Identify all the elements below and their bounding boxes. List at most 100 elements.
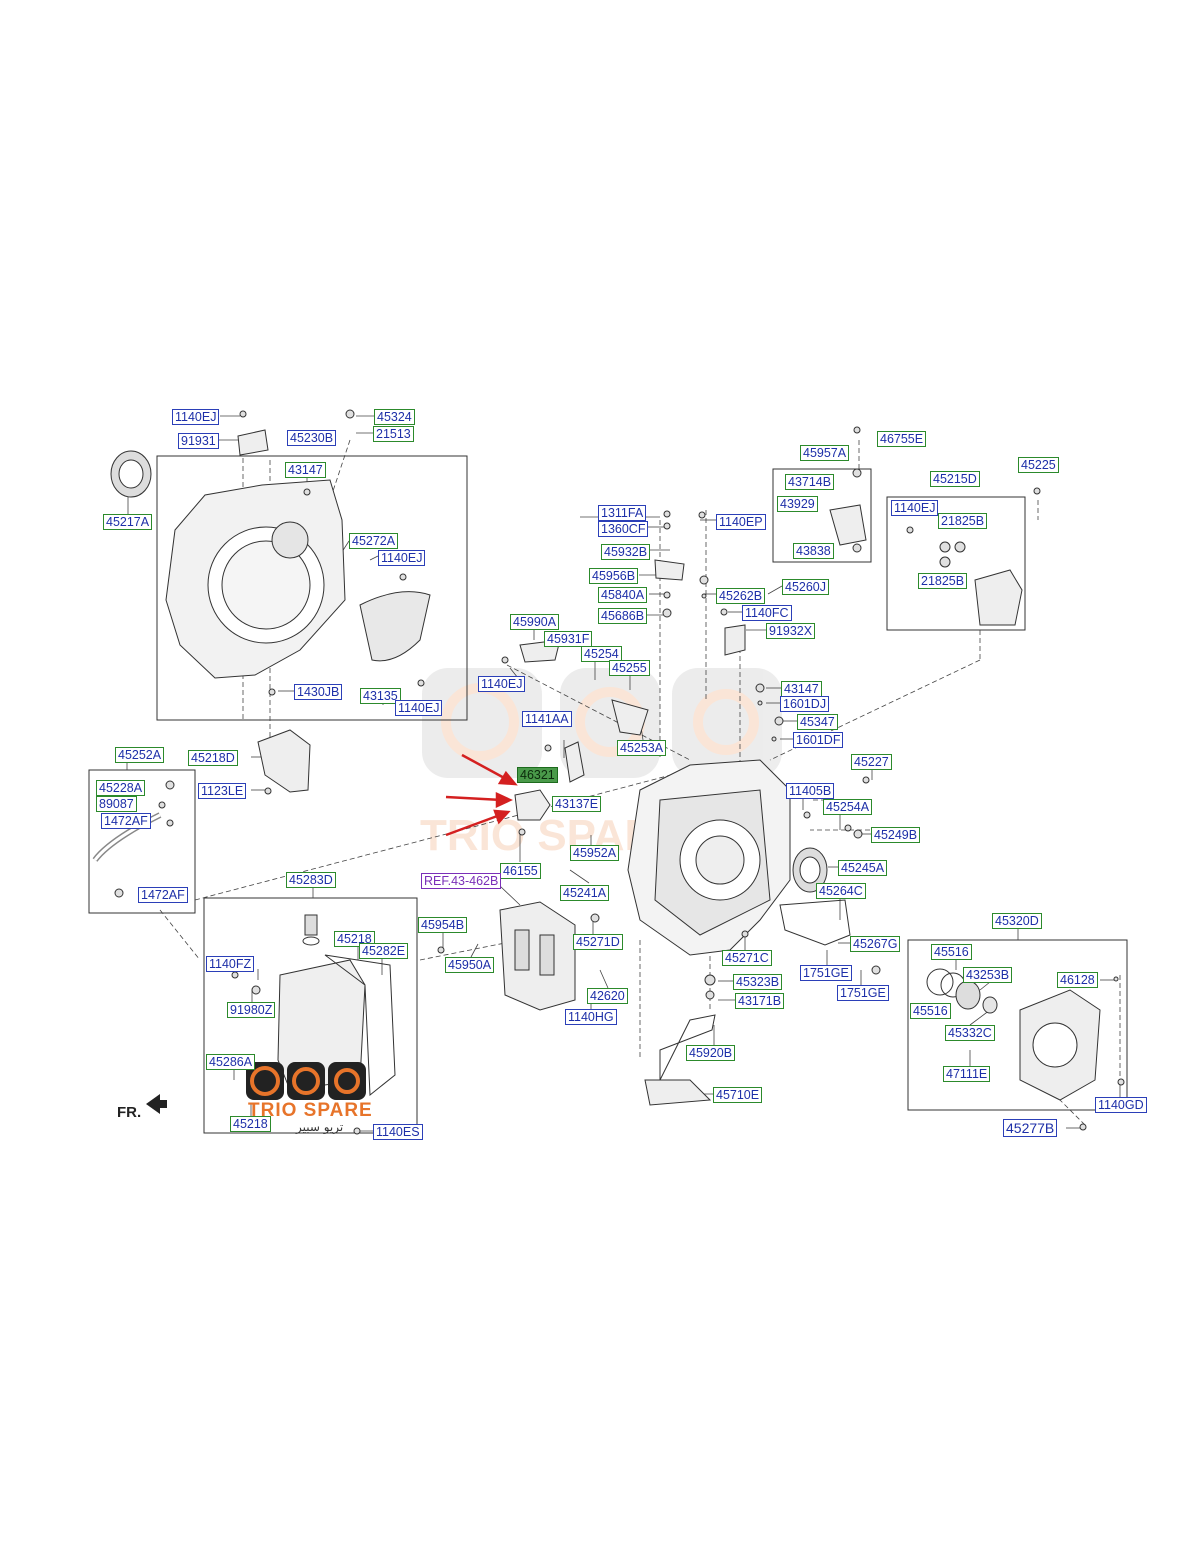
part-label-45271c: 45271C [722, 950, 772, 966]
logo-arabic: تريو سبير [296, 1120, 344, 1134]
part-label-43137e: 43137E [552, 796, 602, 812]
part-label-1140hg: 1140HG [565, 1009, 617, 1025]
part-label-45277b: 45277B [1003, 1119, 1058, 1137]
part-label-43147b: 43147 [781, 681, 822, 697]
misc-parts [92, 429, 1023, 1106]
part-label-1140ejc: 1140EJ [395, 700, 443, 716]
part-label-45217a: 45217A [103, 514, 153, 530]
part-label-45954b: 45954B [418, 917, 468, 933]
part-label-ref: REF.43-462B [421, 873, 502, 889]
logo-name: TRIO SPARE [248, 1100, 373, 1121]
part-label-45215d: 45215D [930, 471, 980, 487]
part-label-43253b: 43253B [963, 967, 1013, 983]
engine-icon [334, 1068, 360, 1094]
part-label-43135: 43135 [360, 688, 401, 704]
box-45957A [772, 468, 872, 563]
transmission-case [627, 759, 791, 956]
gauge-icon [250, 1066, 280, 1096]
part-label-45324: 45324 [374, 409, 415, 425]
part-label-45255: 45255 [609, 660, 650, 676]
part-label-1140ep: 1140EP [716, 514, 766, 530]
rear-cover [926, 968, 1101, 1101]
part-label-43714b: 43714B [785, 474, 835, 490]
part-label-45332c: 45332C [945, 1025, 995, 1041]
part-label-45225: 45225 [1018, 457, 1059, 473]
part-label-21513: 21513 [373, 426, 414, 442]
part-label-1311fa: 1311FA [598, 505, 647, 521]
valve-body [499, 901, 576, 1011]
part-label-1141aa: 1141AA [522, 711, 572, 727]
part-label-45267g: 45267G [850, 936, 901, 952]
part-label-1601dj: 1601DJ [780, 696, 830, 712]
part-label-45920b: 45920B [686, 1045, 736, 1061]
part-label-1472afa: 1472AF [101, 813, 151, 829]
part-label-1140fc: 1140FC [742, 605, 792, 621]
oil-seal [110, 450, 152, 498]
part-label-45254: 45254 [581, 646, 622, 662]
front-direction-label: FR. [117, 1104, 142, 1121]
part-label-45249b: 45249B [871, 827, 921, 843]
part-label-45264c: 45264C [816, 883, 866, 899]
part-label-46128: 46128 [1057, 972, 1098, 988]
part-label-45956b: 45956B [589, 568, 639, 584]
part-label-46321: 46321 [517, 767, 558, 783]
part-label-45952a: 45952A [570, 845, 620, 861]
part-label-43929: 43929 [777, 496, 818, 512]
part-label-43171b: 43171B [735, 993, 785, 1009]
part-label-46755e: 46755E [877, 431, 927, 447]
part-label-45516b: 45516 [910, 1003, 951, 1019]
part-label-43838: 43838 [793, 543, 834, 559]
part-label-1751gea: 1751GE [800, 965, 852, 981]
part-label-45272a: 45272A [349, 533, 399, 549]
part-label-45990a: 45990A [510, 614, 560, 630]
part-label-45218a: 45218 [334, 931, 375, 947]
part-label-47111e: 47111E [943, 1066, 991, 1082]
logo [246, 1062, 366, 1100]
part-label-45254a: 45254A [823, 799, 873, 815]
part-label-45932b: 45932B [601, 544, 651, 560]
part-label-45262b: 45262B [716, 588, 766, 604]
part-label-45283d: 45283D [286, 872, 336, 888]
part-label-43147a: 43147 [285, 462, 326, 478]
part-label-45957a: 45957A [800, 445, 850, 461]
part-label-45323b: 45323B [733, 974, 783, 990]
box-45215D [886, 496, 1026, 631]
box-45252A [88, 769, 196, 914]
part-label-45230b: 45230B [287, 430, 337, 446]
part-label-1751geb: 1751GE [837, 985, 889, 1001]
bolts [114, 409, 1125, 1135]
part-label-1140eje: 1140EJ [478, 676, 526, 692]
part-label-45347: 45347 [797, 714, 838, 730]
part-label-1140es: 1140ES [373, 1124, 423, 1140]
part-label-1360cf: 1360CF [598, 521, 649, 537]
part-label-11405b: 11405B [786, 783, 835, 799]
part-label-21825bb: 21825B [918, 573, 968, 589]
part-label-45950a: 45950A [445, 957, 495, 973]
bell-housing [165, 479, 431, 679]
part-label-1140ej: 1140EJ [172, 409, 220, 425]
case-seal [792, 847, 828, 893]
part-label-1140ejb: 1140EJ [378, 550, 426, 566]
direction-arrow-icon [146, 1094, 167, 1114]
part-label-45252a: 45252A [115, 747, 165, 763]
part-label-91931: 91931 [178, 433, 219, 449]
part-label-21825ba: 21825B [938, 513, 988, 529]
part-label-1140gd: 1140GD [1095, 1097, 1147, 1113]
part-label-45286a: 45286A [206, 1054, 256, 1070]
part-label-45686b: 45686B [598, 608, 648, 624]
part-label-1140fz: 1140FZ [206, 956, 255, 972]
part-label-45710e: 45710E [713, 1087, 763, 1103]
part-label-45228a: 45228A [96, 780, 146, 796]
part-label-45227: 45227 [851, 754, 892, 770]
part-label-45218d: 45218D [188, 750, 238, 766]
box-45230B [156, 455, 468, 721]
part-label-45253a: 45253A [617, 740, 667, 756]
part-label-89087: 89087 [96, 796, 137, 812]
part-label-91932x: 91932X [766, 623, 816, 639]
part-label-1472afb: 1472AF [138, 887, 188, 903]
part-label-45271da: 45271D [573, 934, 623, 950]
part-label-1140ejd: 1140EJ [891, 500, 939, 516]
part-label-1430jb: 1430JB [294, 684, 343, 700]
part-label-45282e: 45282E [359, 943, 409, 959]
